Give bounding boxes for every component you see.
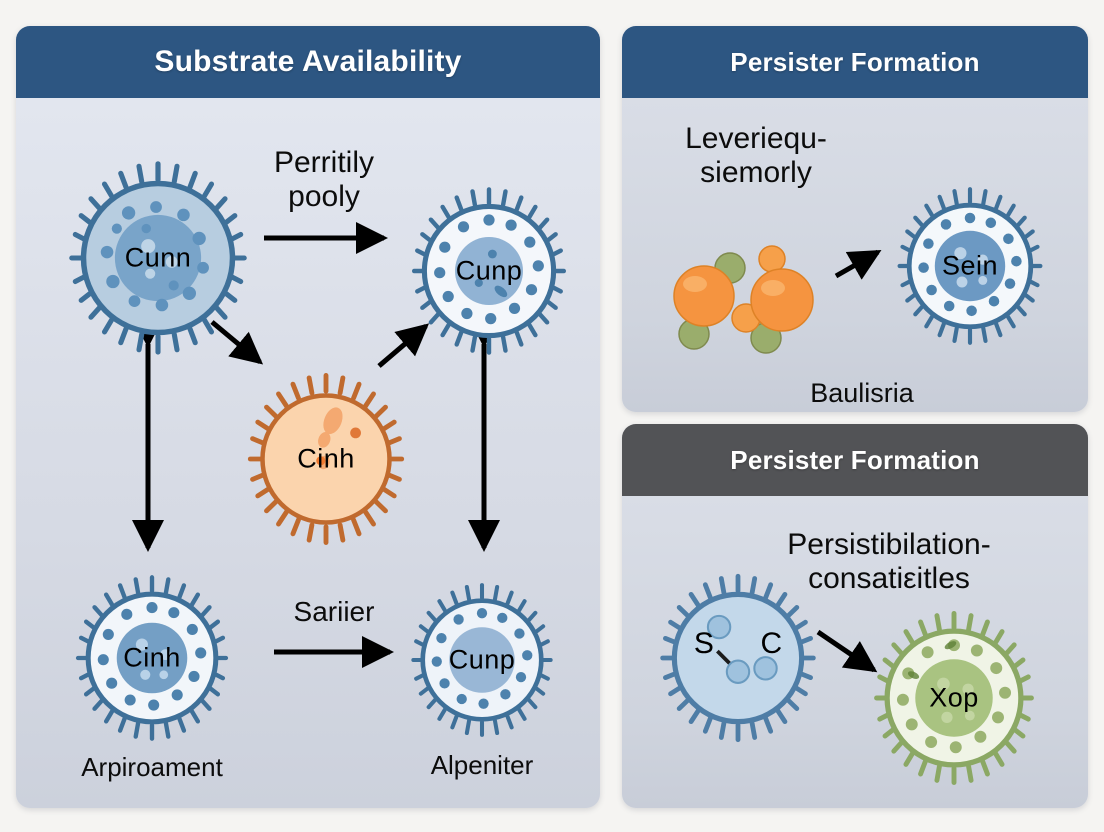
cell-cunp-bottom: Cunp Alpeniter bbox=[404, 582, 560, 780]
cell-cunp-top: Cunp bbox=[404, 186, 574, 356]
cell-sc-label-c: C bbox=[760, 627, 783, 661]
panel-top-title: Persister Formation bbox=[730, 46, 980, 77]
panel-main-header: Substrate Availability bbox=[16, 26, 600, 98]
panel-persister-formation-bottom: Persister Formation Persistibilation- co… bbox=[622, 424, 1088, 808]
cell-xop: Xop bbox=[866, 610, 1042, 786]
panel-persister-formation-top: Persister Formation Leveriequ- siemorly bbox=[622, 26, 1088, 412]
panel-top-header: Persister Formation bbox=[622, 26, 1088, 98]
molecule-graphic bbox=[654, 234, 844, 364]
cell-sc: S C bbox=[652, 572, 824, 744]
panel-main-title: Substrate Availability bbox=[154, 45, 462, 78]
cell-sein: Sein bbox=[890, 186, 1050, 346]
cell-cinh-bottom: Cinh Arpiroament bbox=[68, 574, 236, 782]
cell-xop-label: Xop bbox=[929, 682, 979, 713]
cell-cunn: Cunn bbox=[60, 160, 256, 356]
panel-substrate-availability: Substrate Availability bbox=[16, 26, 600, 808]
panel-bottom-header: Persister Formation bbox=[622, 424, 1088, 496]
cell-cunp-top-label: Cunp bbox=[455, 255, 523, 286]
cell-cinh-bottom-label: Cinh bbox=[123, 642, 181, 673]
cell-sein-label: Sein bbox=[941, 250, 999, 281]
cell-cunn-label: Cunn bbox=[124, 242, 192, 273]
caption-arpiroament: Arpiroament bbox=[81, 752, 223, 782]
cell-cinh-center: Cinh bbox=[239, 372, 413, 546]
cell-cunp-bottom-label: Cunp bbox=[448, 644, 516, 675]
cell-sc-label-s: S bbox=[693, 627, 714, 661]
cell-cinh-center-label: Cinh bbox=[297, 443, 355, 474]
caption-alpeniter: Alpeniter bbox=[430, 750, 534, 780]
panel-bottom-title: Persister Formation bbox=[730, 444, 980, 475]
